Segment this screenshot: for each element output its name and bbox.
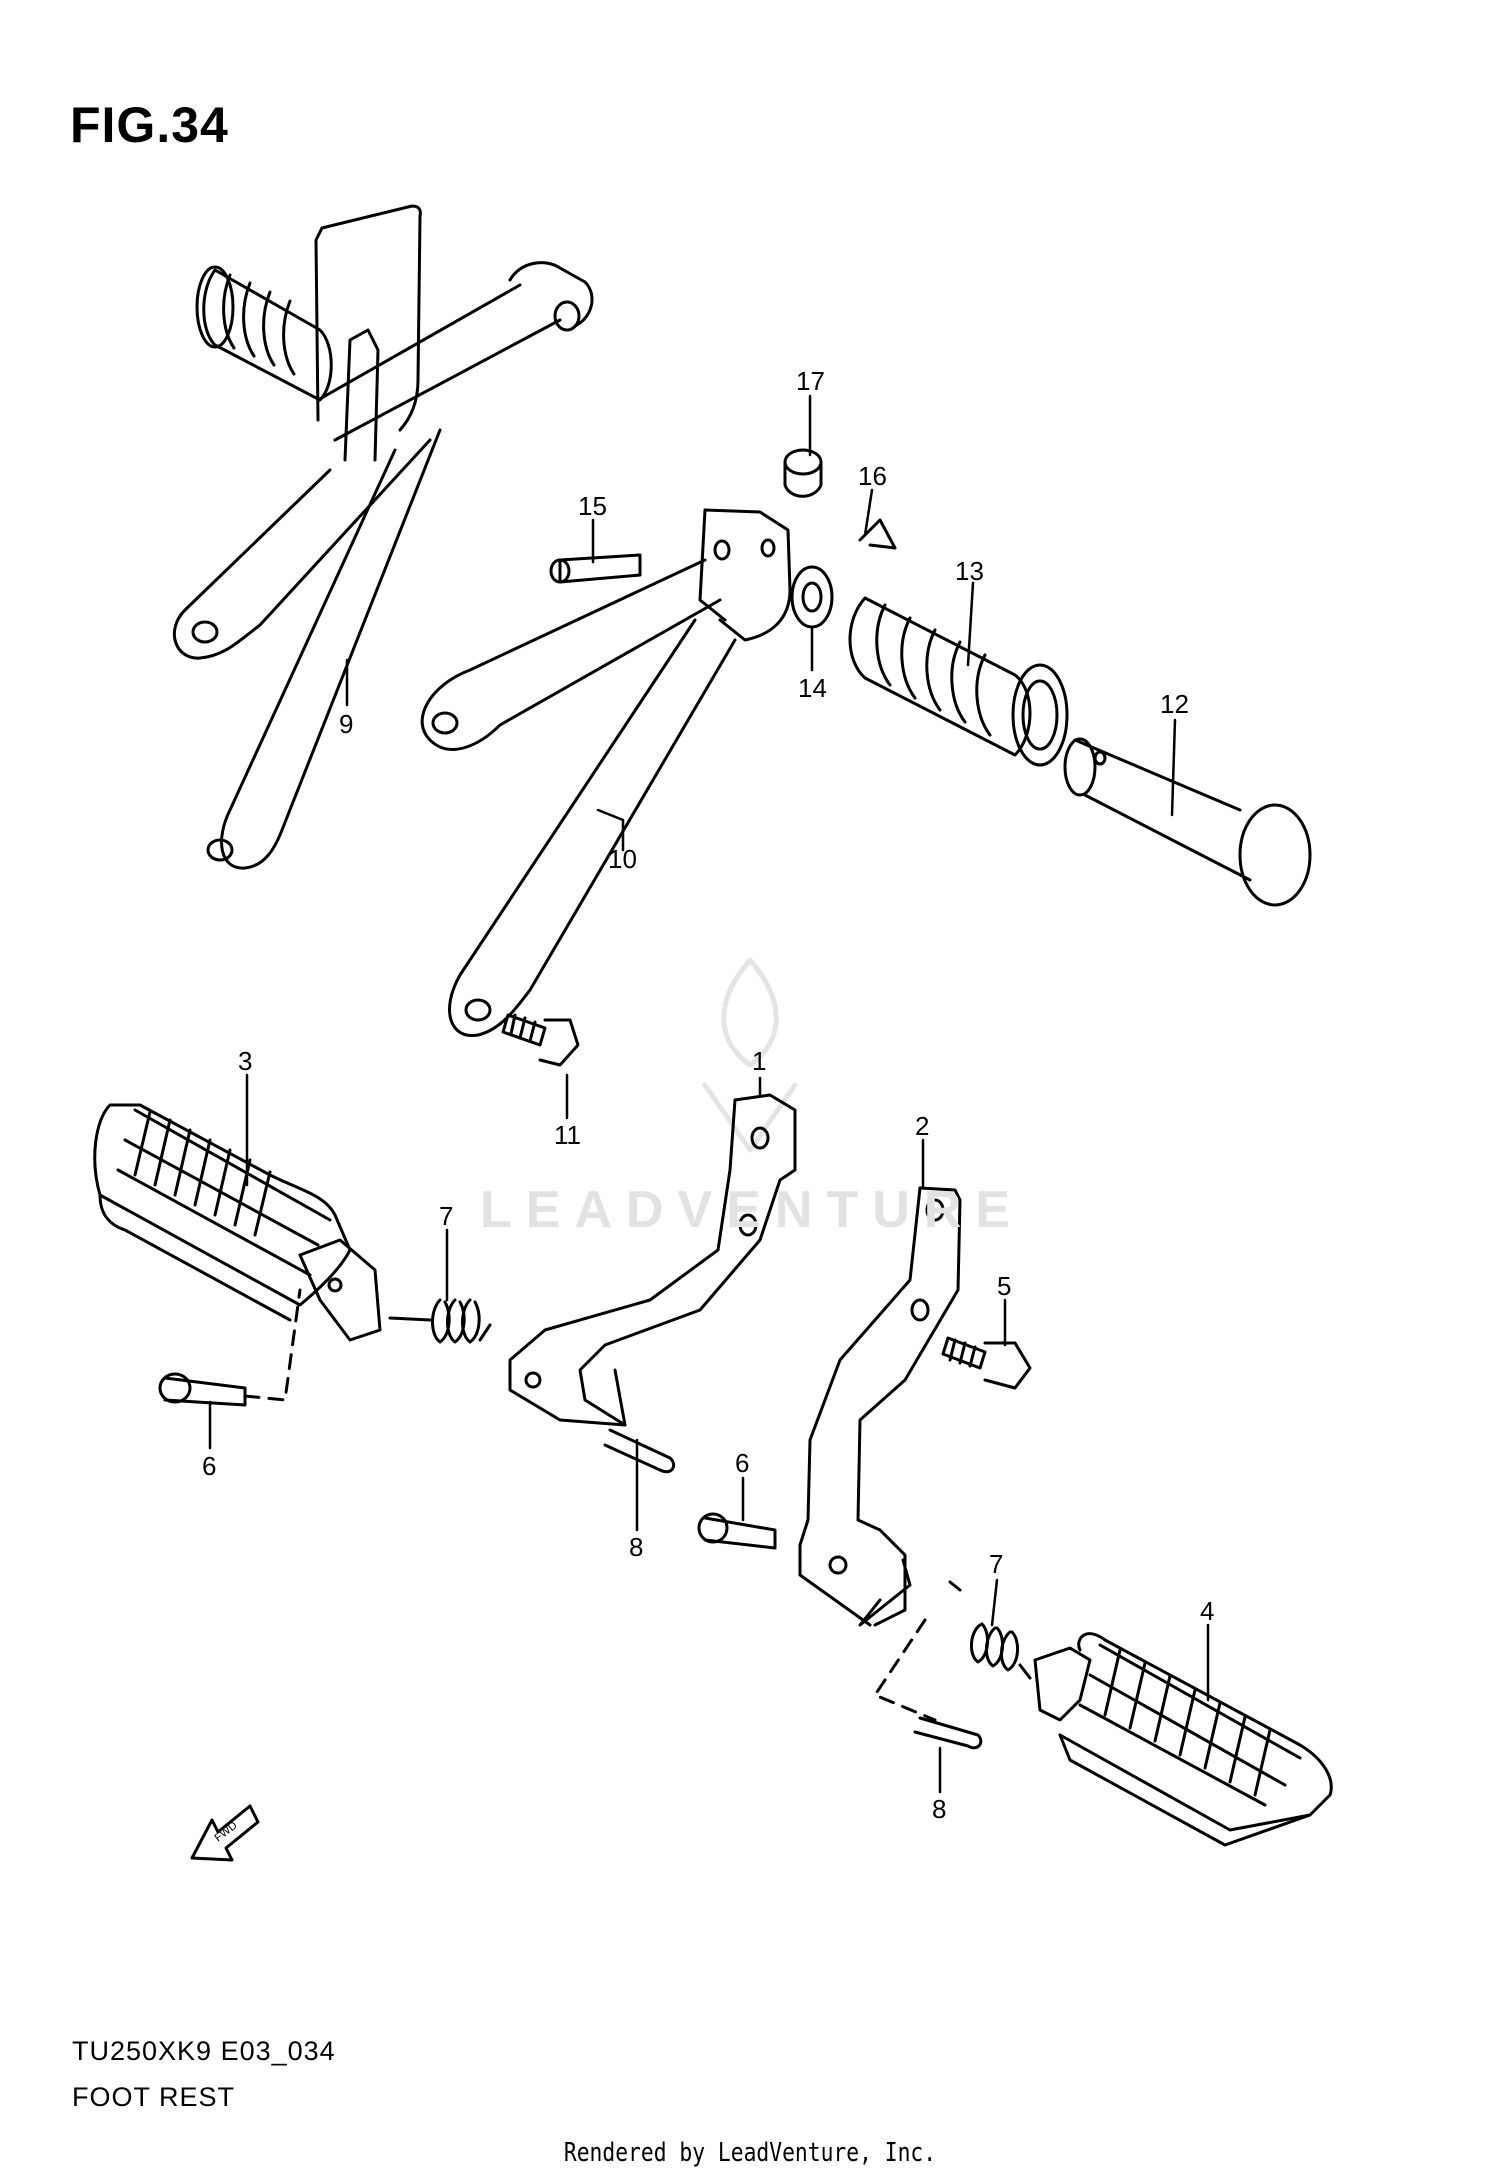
- callout-8-left: 8: [629, 1532, 643, 1562]
- part-15-pin: [549, 553, 642, 584]
- part-12-pin: [1063, 737, 1312, 907]
- callout-5: 5: [997, 1271, 1011, 1301]
- part-1-bracket: [508, 1093, 797, 1427]
- callout-9: 9: [339, 709, 353, 739]
- model-code: TU250XK9 E03_034: [72, 2036, 336, 2066]
- callout-12: 12: [1160, 689, 1189, 719]
- part-5-bolt: [941, 1336, 1032, 1390]
- callout-10: 10: [608, 844, 637, 874]
- leader-dashed-right: [873, 1618, 937, 1722]
- callout-15: 15: [578, 491, 607, 521]
- part-14-washer: [790, 565, 834, 629]
- fwd-arrow: FWD: [190, 1804, 260, 1862]
- callout-2: 2: [915, 1111, 929, 1141]
- part-11-bolt: [501, 1013, 580, 1067]
- part-6-pin-right: [697, 1512, 777, 1550]
- part-17-cap: [783, 448, 823, 498]
- callout-16: 16: [858, 461, 887, 491]
- part-8-cotter-pin-right: [913, 1716, 983, 1750]
- part-6-pin-left: [158, 1288, 302, 1407]
- part-10-rear-footrest-bracket: [420, 508, 792, 1038]
- callout-8-right: 8: [932, 1794, 946, 1824]
- part-9-rear-footrest-bracket: [172, 204, 594, 870]
- watermark-logo: [702, 957, 798, 1153]
- callout-6-left: 6: [202, 1451, 216, 1481]
- figure-title: FIG.34: [70, 97, 229, 153]
- part-4-footrest: [1033, 1632, 1333, 1847]
- callout-1: 1: [752, 1046, 766, 1076]
- callout-3: 3: [238, 1046, 252, 1076]
- section-name: FOOT REST: [72, 2082, 236, 2112]
- callout-17: 17: [796, 366, 825, 396]
- render-credit: Rendered by LeadVenture, Inc.: [563, 2138, 937, 2168]
- callout-4: 4: [1200, 1596, 1214, 1626]
- part-3-footrest: [93, 1103, 382, 1342]
- part-13-grip: [848, 596, 1069, 767]
- callout-13: 13: [955, 556, 984, 586]
- part-16-clip: [858, 518, 897, 550]
- callout-11: 11: [554, 1120, 581, 1150]
- callout-labels: 1 2 3 4 5 6 6 7 7 8 8 9 10 11 12 13 14 1…: [202, 366, 1214, 1824]
- callout-6-right: 6: [735, 1448, 749, 1478]
- callout-14: 14: [798, 673, 827, 703]
- part-8-cotter-pin-left: [603, 1428, 676, 1474]
- part-7-spring-right: [948, 1580, 1032, 1680]
- leader-lines: [208, 394, 1210, 1794]
- part-2-bracket: [798, 1186, 962, 1627]
- watermark: LEADVENTURE: [480, 1181, 1025, 1239]
- callout-7-right: 7: [989, 1549, 1003, 1579]
- callout-7-left: 7: [439, 1201, 453, 1231]
- part-7-spring-left: [388, 1298, 492, 1344]
